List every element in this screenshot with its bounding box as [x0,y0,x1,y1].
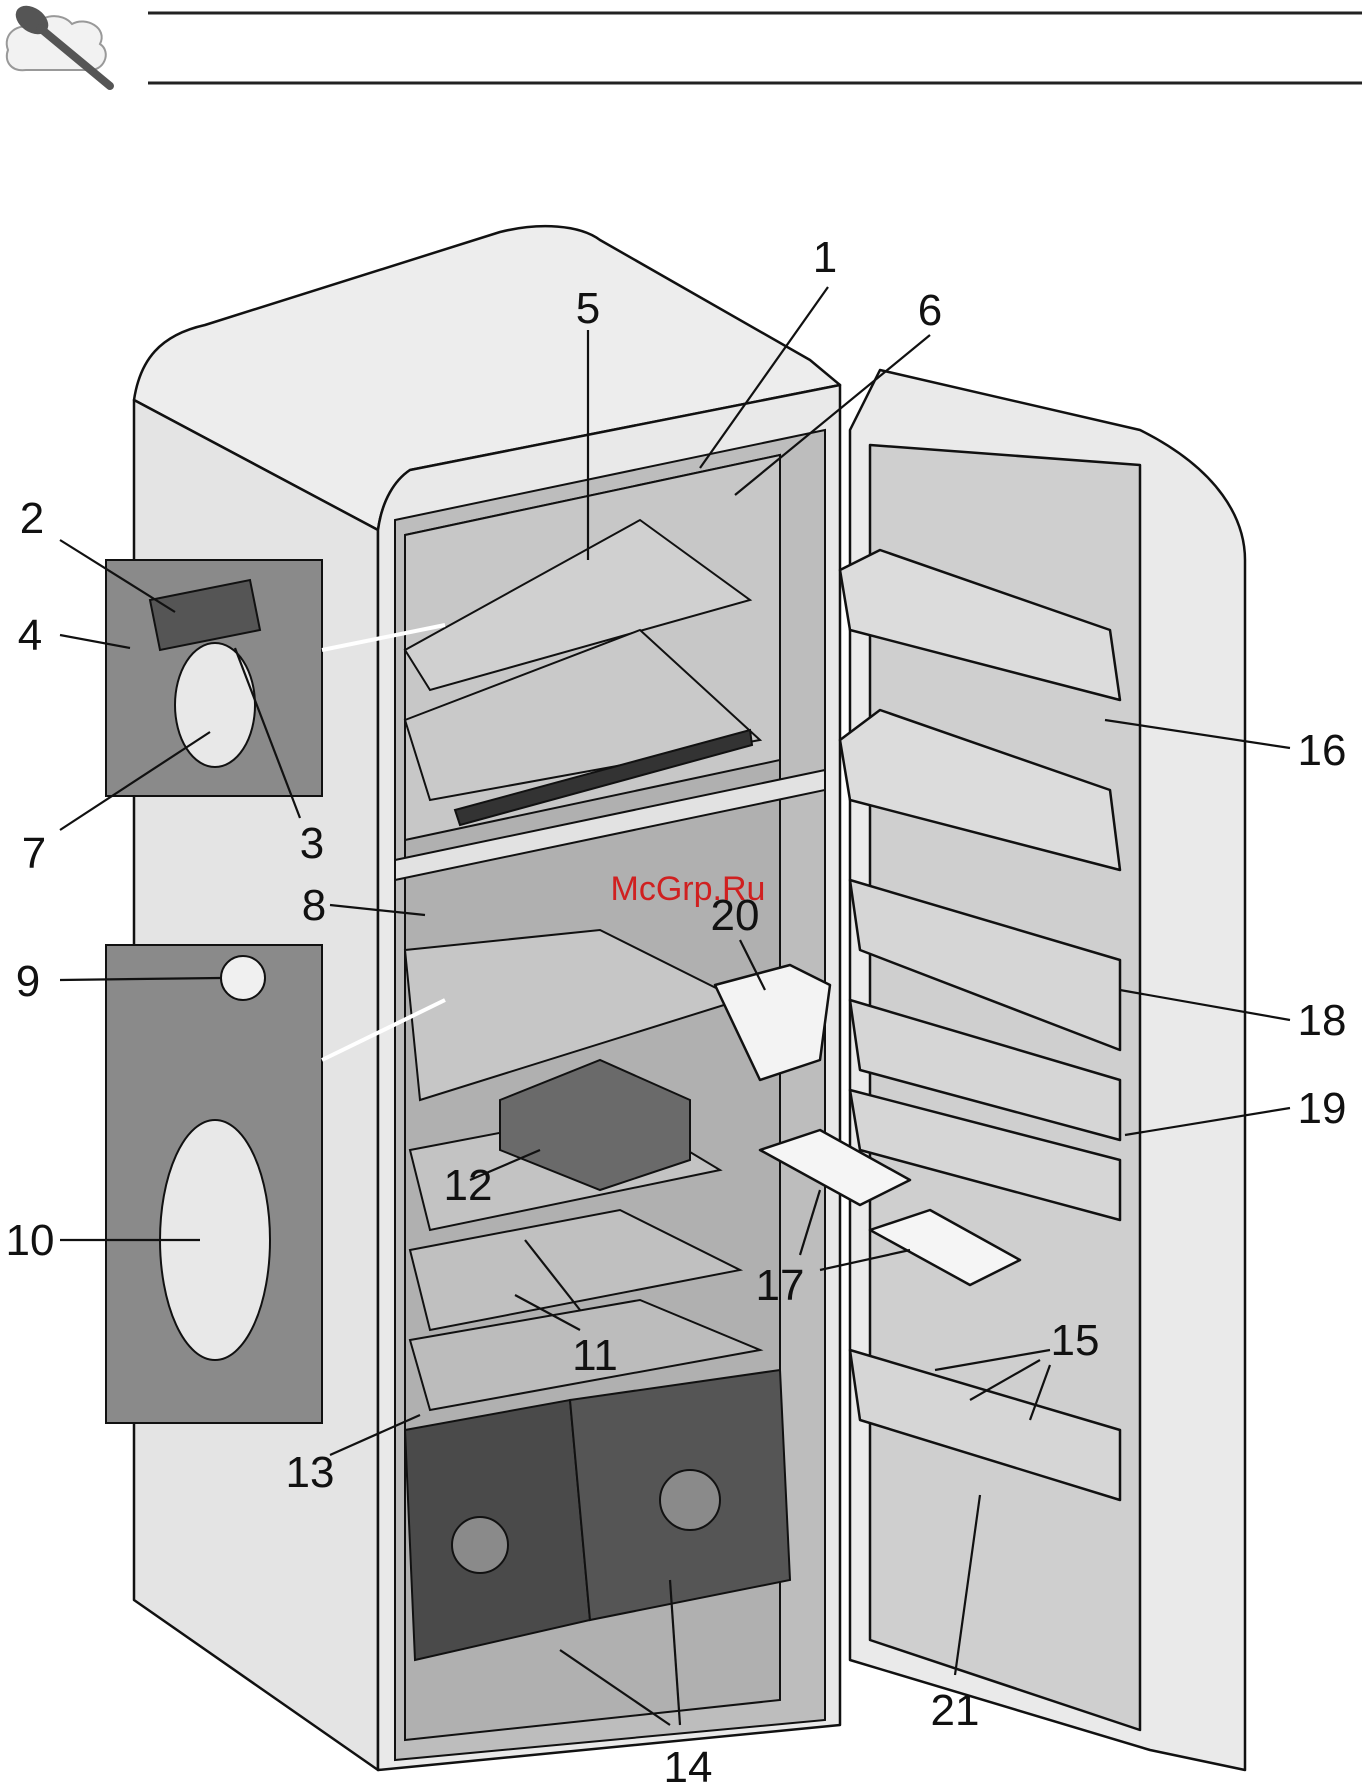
callout-17: 17 [756,1261,805,1310]
callout-13: 13 [286,1448,335,1497]
callout-15: 15 [1051,1316,1100,1365]
callout-1: 1 [813,233,837,282]
callout-19: 19 [1298,1084,1347,1133]
cabinet-interior [395,430,825,1760]
callout-12: 12 [444,1161,493,1210]
callout-18: 18 [1298,996,1347,1045]
inset-panel-top [106,560,322,796]
chef-hat-spoon-icon [7,0,110,86]
inset-panel-bottom [106,945,322,1423]
watermark: McGrp.Ru [611,870,766,908]
callout-6: 6 [918,286,942,335]
callout-5: 5 [576,284,600,333]
callout-7: 7 [22,829,46,878]
callout-9: 9 [16,957,40,1006]
callout-21: 21 [931,1686,980,1735]
callout-16: 16 [1298,726,1347,775]
callout-11: 11 [572,1331,618,1380]
callout-10: 10 [6,1216,55,1265]
callout-3: 3 [300,819,324,868]
callout-2: 2 [20,494,44,543]
callout-14: 14 [664,1743,713,1788]
callout-8: 8 [302,881,326,930]
callout-4: 4 [18,611,42,660]
